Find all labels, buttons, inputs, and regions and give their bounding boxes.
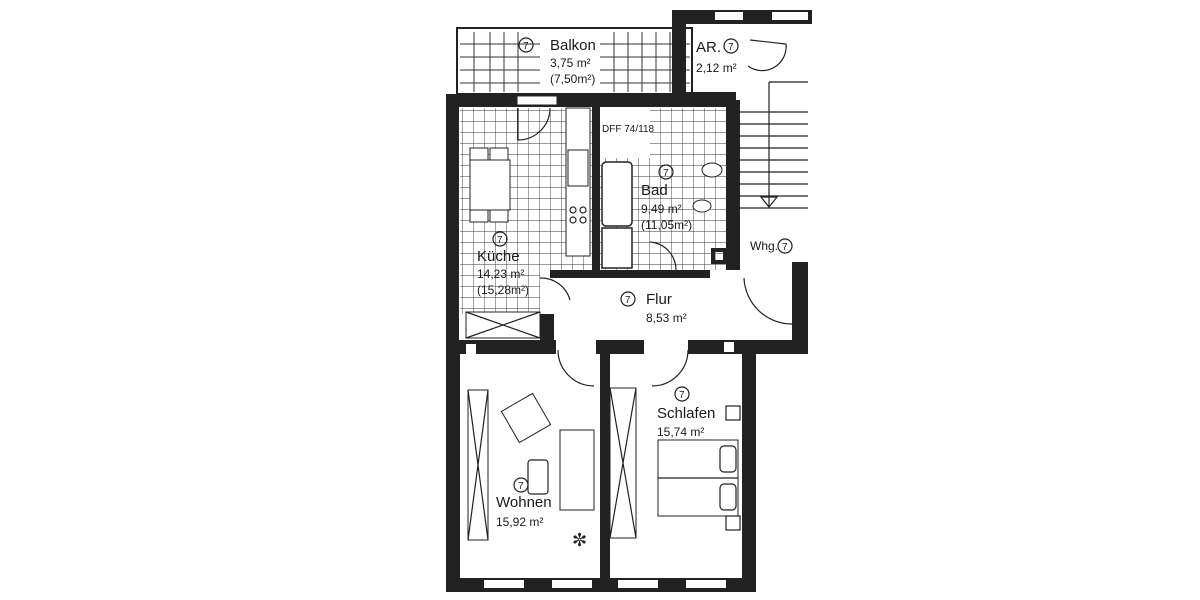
svg-text:AR.: AR. [696, 39, 721, 56]
svg-text:9,49 m²: 9,49 m² [641, 202, 682, 216]
room-label-flur: 7 Flur 8,53 m² [620, 291, 687, 325]
room-label-schlafen: 7 Schlafen 15,74 m² [657, 386, 715, 439]
svg-text:Wohnen: Wohnen [496, 494, 552, 511]
svg-text:Balkon: Balkon [550, 37, 596, 54]
svg-text:7: 7 [523, 41, 529, 52]
room-label-kueche: 7 Küche 14,23 m² (15,28m²) [477, 231, 529, 297]
bedroom-furniture [609, 387, 741, 539]
svg-text:7: 7 [518, 481, 524, 492]
svg-text:Bad: Bad [641, 182, 668, 199]
walls [446, 10, 812, 592]
svg-text:2,12 m²: 2,12 m² [696, 61, 737, 75]
svg-text:7: 7 [625, 295, 631, 306]
room-label-balkon: 7 Balkon 3,75 m² (7,50m²) [518, 37, 596, 86]
room-label-bad: DFF 74/118 7 Bad 9,49 m² (11,05m²) [602, 124, 692, 232]
svg-text:✼: ✼ [572, 530, 587, 550]
room-label-ar: AR. 7 2,12 m² [696, 38, 739, 75]
svg-text:14,23 m²: 14,23 m² [477, 267, 524, 281]
room-label-wohnen: 7 Wohnen 15,92 m² [496, 477, 552, 529]
svg-text:15,74 m²: 15,74 m² [657, 425, 704, 439]
svg-text:(7,50m²): (7,50m²) [550, 72, 595, 86]
svg-text:7: 7 [663, 168, 669, 179]
svg-text:7: 7 [782, 242, 788, 253]
svg-text:7: 7 [497, 235, 503, 246]
svg-text:Whg.: Whg. [750, 239, 778, 253]
living-room-furniture: ✼ [467, 389, 595, 550]
svg-text:15,92 m²: 15,92 m² [496, 515, 543, 529]
svg-text:DFF 74/118: DFF 74/118 [602, 124, 654, 135]
doors [539, 277, 793, 387]
svg-text:(15,28m²): (15,28m²) [477, 283, 529, 297]
svg-text:Küche: Küche [477, 248, 520, 265]
svg-text:Schlafen: Schlafen [657, 405, 715, 422]
svg-text:3,75 m²: 3,75 m² [550, 56, 591, 70]
kitchen [460, 107, 592, 339]
svg-text:7: 7 [728, 42, 734, 53]
svg-text:(11,05m²): (11,05m²) [641, 218, 692, 232]
bathroom [600, 108, 726, 271]
entrance-label: Whg. 7 [750, 238, 793, 254]
svg-text:7: 7 [679, 390, 685, 401]
staircase [740, 39, 808, 209]
svg-text:8,53 m²: 8,53 m² [646, 311, 687, 325]
svg-text:Flur: Flur [646, 291, 672, 308]
